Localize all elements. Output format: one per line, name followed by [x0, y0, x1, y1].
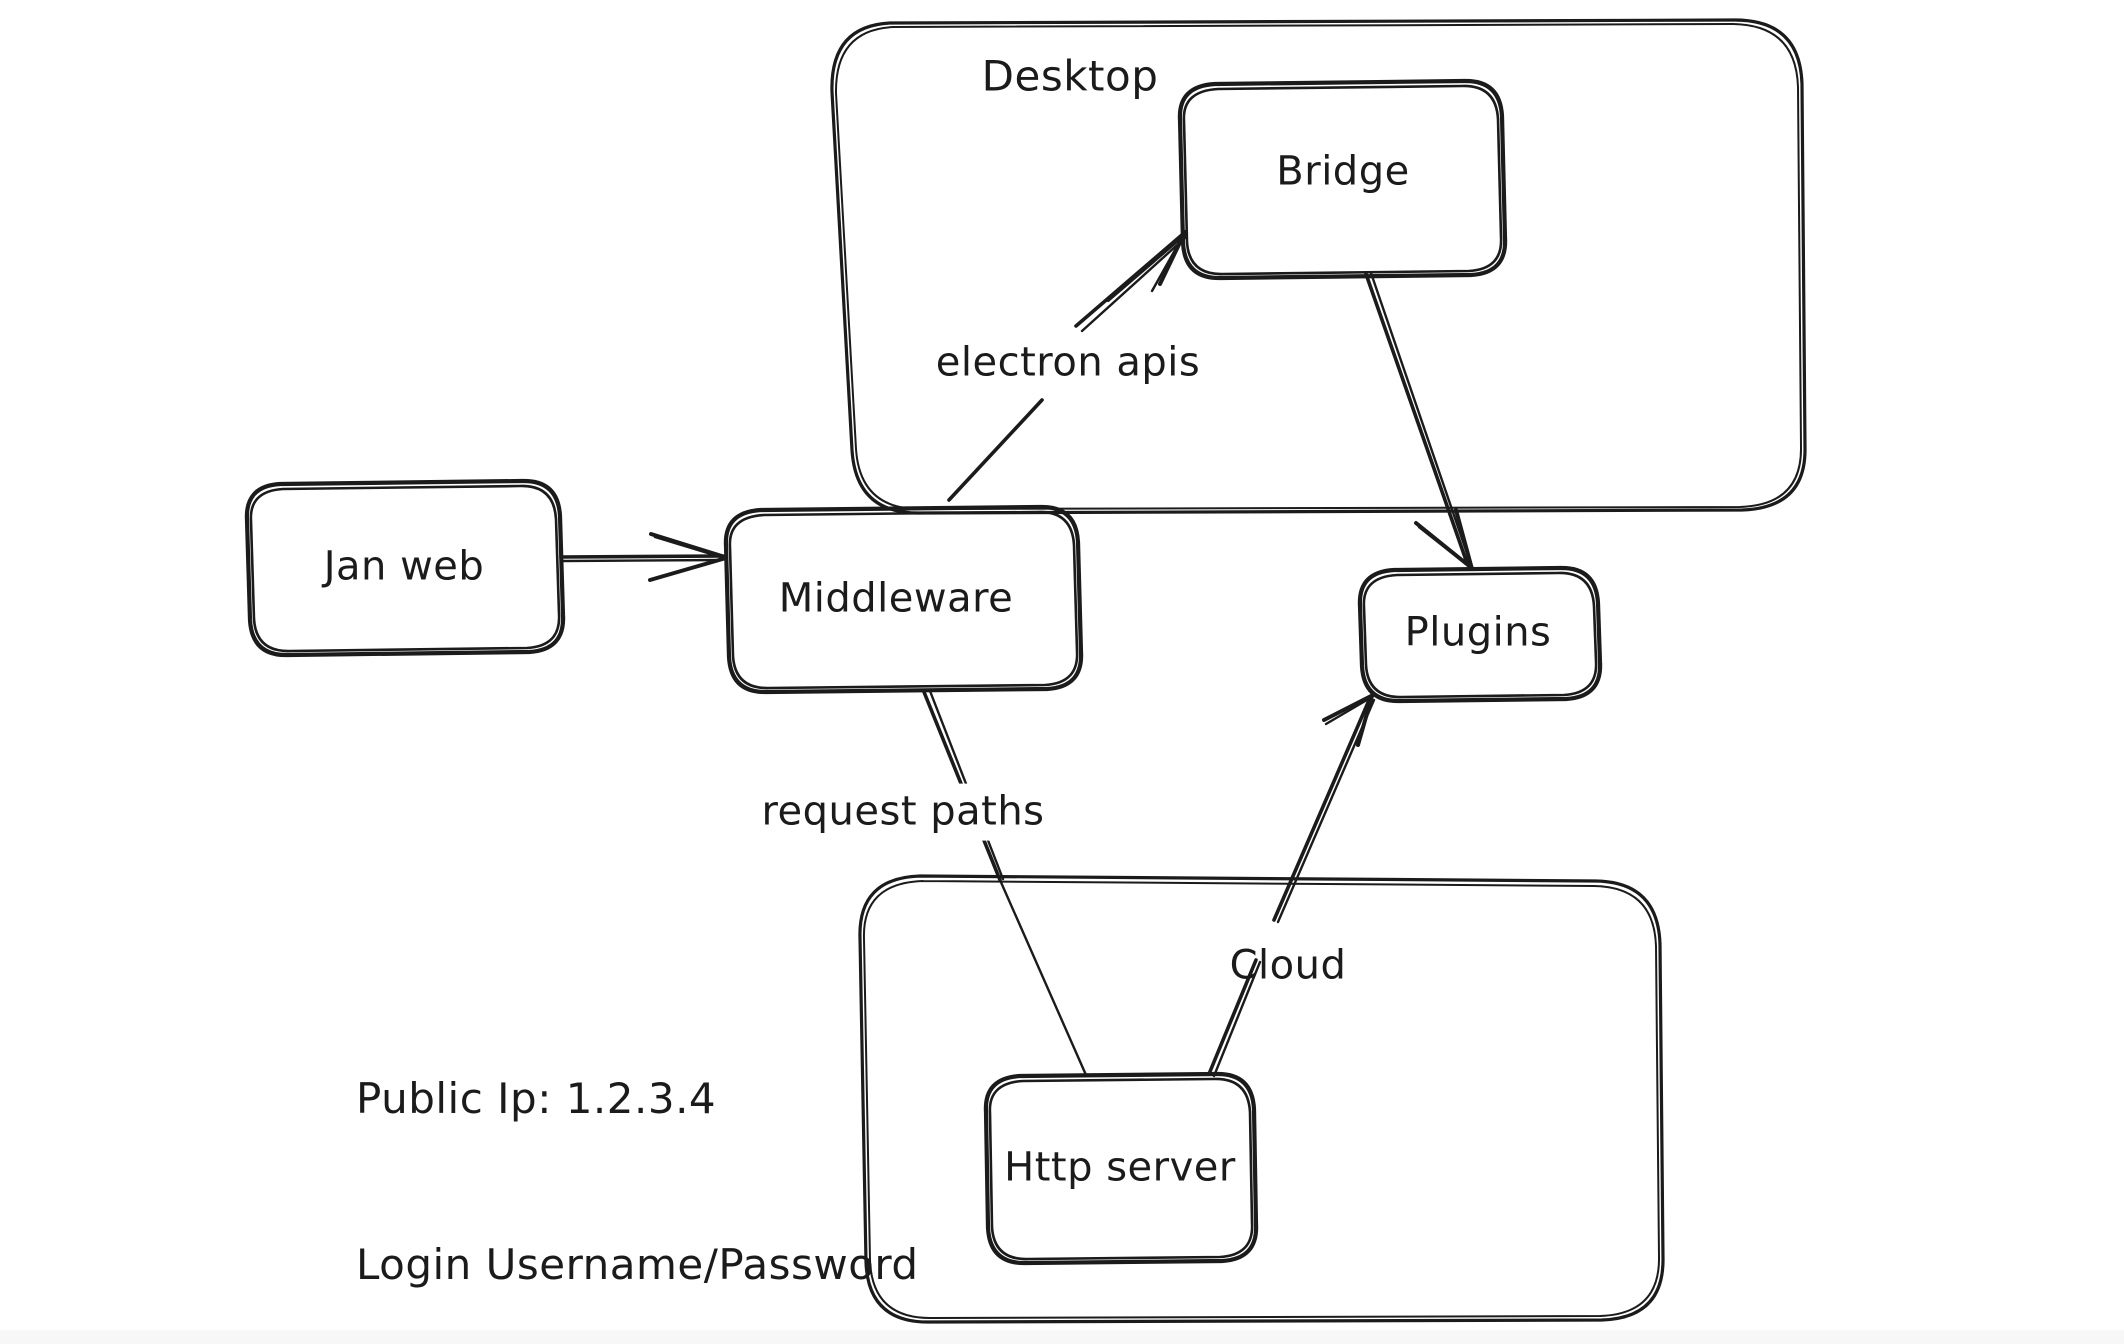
edge-janweb-to-middleware [559, 532, 728, 582]
node-jan-web-box[interactable] [244, 478, 566, 658]
node-bridge-box[interactable] [1177, 78, 1508, 281]
group-cloud-container [858, 874, 1665, 1324]
edge-httpserver-to-plugins [1207, 693, 1376, 1078]
node-label-plugins: Plugins [1404, 609, 1552, 656]
edge-middleware-to-bridge [947, 230, 1188, 502]
node-middleware-box[interactable] [723, 504, 1084, 695]
bottom-edge-strip [0, 1330, 2124, 1344]
group-desktop-container [830, 18, 1807, 515]
node-label-middleware: Middleware [778, 575, 1014, 622]
group-label-desktop: Desktop [981, 51, 1159, 101]
node-label-bridge: Bridge [1276, 148, 1410, 195]
edge-bridge-to-plugins [1364, 271, 1475, 571]
note-login: Login Username/Password [356, 1240, 919, 1290]
cloud-credentials-note: Public Ip: 1.2.3.4 Login Username/Passwo… [356, 960, 919, 1344]
note-public-ip: Public Ip: 1.2.3.4 [356, 1073, 717, 1123]
edge-label-electron-apis: electron apis [927, 334, 1209, 392]
edge-label-cloud: Cloud [1229, 942, 1347, 989]
node-http-server-box[interactable] [983, 1071, 1259, 1266]
edge-label-request-paths: request paths [753, 783, 1053, 841]
node-label-http-server: Http server [1004, 1144, 1236, 1191]
node-plugins-box[interactable] [1357, 565, 1603, 704]
node-label-jan-web: Jan web [323, 543, 485, 590]
